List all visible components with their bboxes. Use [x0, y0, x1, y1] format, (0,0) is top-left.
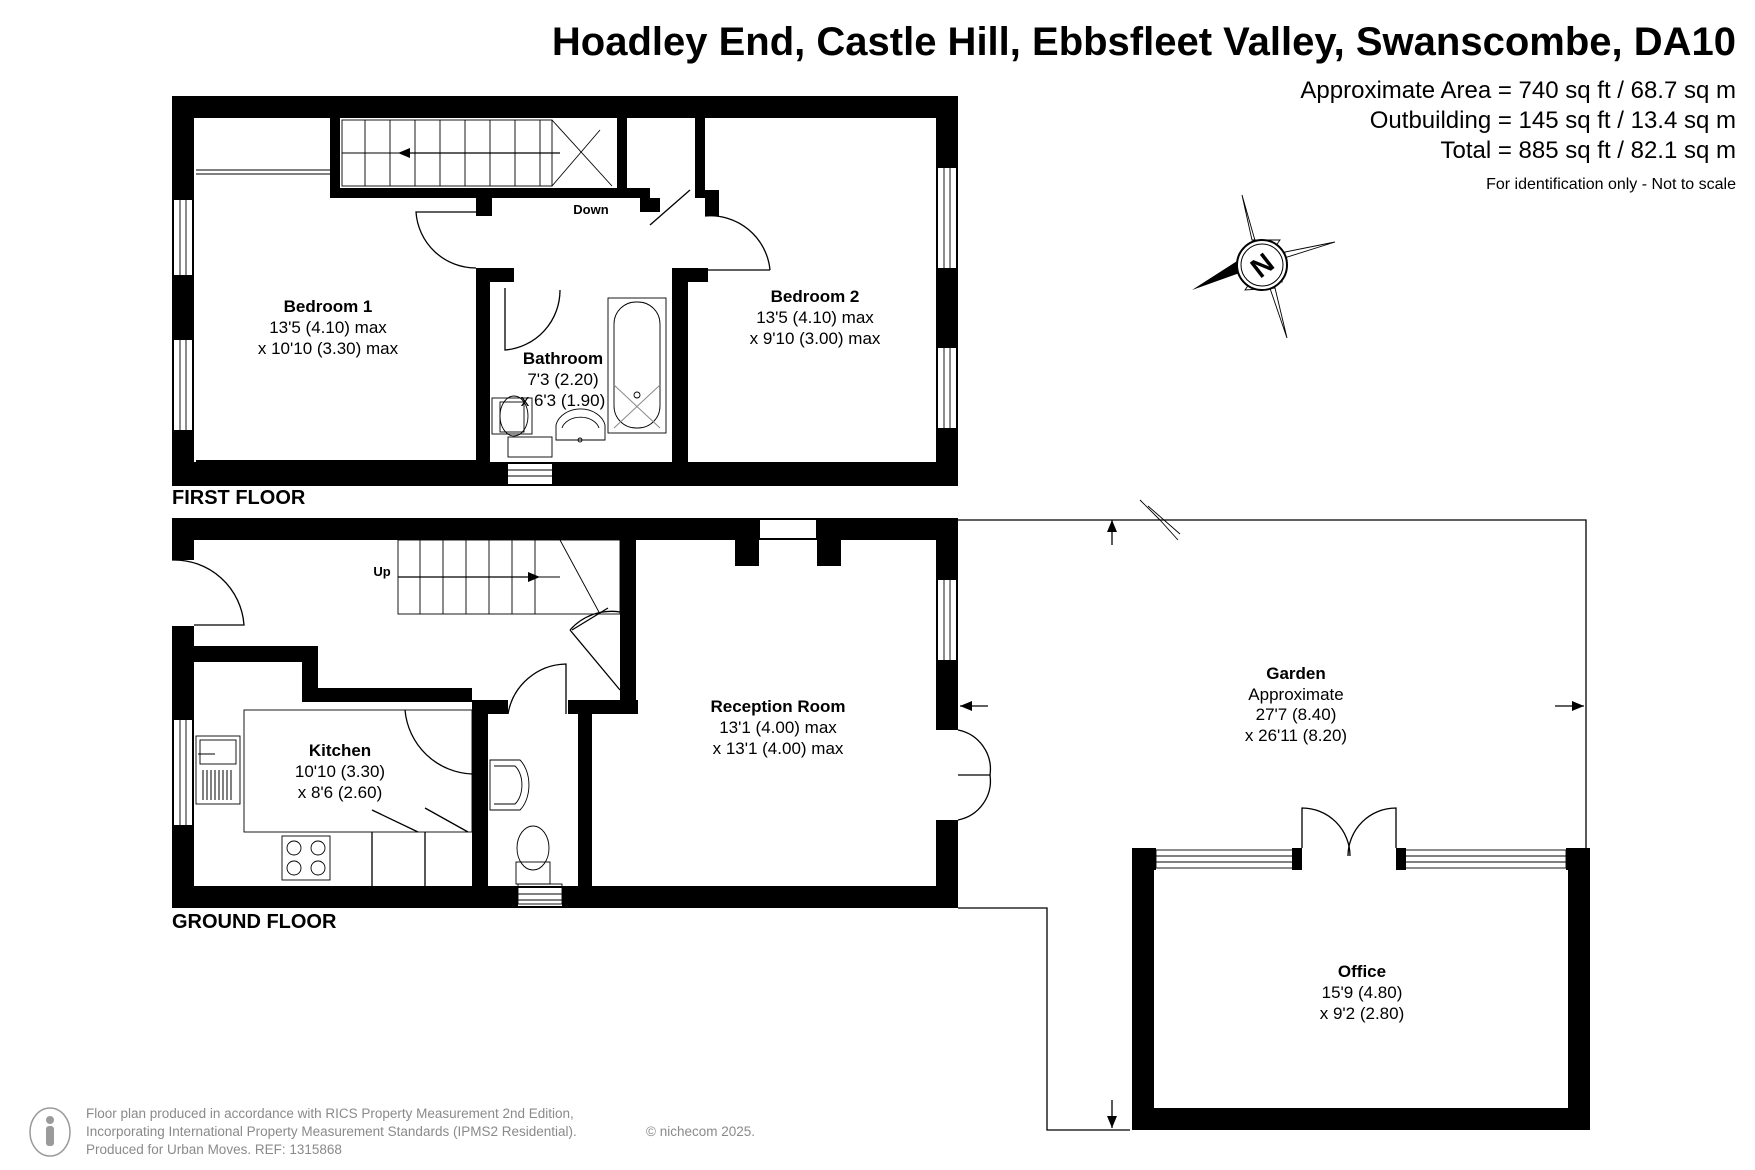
property-title: Hoadley End, Castle Hill, Ebbsfleet Vall… [552, 20, 1736, 64]
person-icon [29, 1107, 71, 1157]
first-floor-label: FIRST FLOOR [172, 487, 306, 509]
total-area: Total = 885 sq ft / 82.1 sq m [1441, 137, 1737, 164]
bedroom1-name: Bedroom 1 [284, 297, 373, 316]
first-floor-plan: Down [172, 96, 958, 509]
ground-floor-label: GROUND FLOOR [172, 911, 337, 933]
toilet-icon [491, 395, 533, 437]
garden-name: Garden [1266, 664, 1326, 683]
bedroom1-dim2: x 10'10 (3.30) max [258, 339, 399, 358]
hob-icon [281, 835, 331, 881]
wc-basin-icon [489, 759, 530, 811]
kitchen-name: Kitchen [309, 741, 371, 760]
garden-dim2: x 26'11 (8.20) [1245, 726, 1347, 745]
footer-line2: Incorporating International Property Mea… [86, 1124, 577, 1139]
reception-dim1: 13'1 (4.00) max [719, 718, 837, 737]
garden-dim1: 27'7 (8.40) [1256, 705, 1337, 724]
kitchen-dim2: x 8'6 (2.60) [298, 783, 383, 802]
ground-floor-stairs [397, 539, 621, 615]
bathroom-dim2: x 6'3 (1.90) [521, 391, 606, 410]
office-name: Office [1338, 962, 1386, 981]
office-dim2: x 9'2 (2.80) [1320, 1004, 1405, 1023]
footer-copyright: © nichecom 2025. [646, 1124, 755, 1139]
ground-floor-plan: Up [171, 518, 992, 933]
bedroom2-dim1: 13'5 (4.10) max [756, 308, 874, 327]
reception-name: Reception Room [710, 697, 845, 716]
wash-basin-icon [555, 408, 606, 443]
bathroom-name: Bathroom [523, 349, 603, 368]
first-floor-stairs [341, 119, 613, 187]
bath-icon [607, 297, 667, 434]
bedroom1-dim1: 13'5 (4.10) max [269, 318, 387, 337]
reception-dim2: x 13'1 (4.00) max [713, 739, 844, 758]
wc-toilet-icon [515, 825, 551, 885]
stairs-up-label: Up [373, 564, 390, 579]
bathroom-dim1: 7'3 (2.20) [527, 370, 598, 389]
footer-line1: Floor plan produced in accordance with R… [86, 1106, 574, 1121]
identification-note: For identification only - Not to scale [1486, 176, 1736, 193]
kitchen-dim1: 10'10 (3.30) [295, 762, 385, 781]
bedroom2-dim2: x 9'10 (3.00) max [750, 329, 881, 348]
north-compass-icon: N [1192, 194, 1336, 339]
bedroom2-name: Bedroom 2 [771, 287, 860, 306]
office-dim1: 15'9 (4.80) [1322, 983, 1403, 1002]
approximate-area: Approximate Area = 740 sq ft / 68.7 sq m [1300, 77, 1736, 104]
garden-note: Approximate [1248, 685, 1343, 704]
kitchen-sink-icon [195, 735, 241, 805]
outbuilding-area: Outbuilding = 145 sq ft / 13.4 sq m [1370, 107, 1736, 134]
office-plan: Office 15'9 (4.80) x 9'2 (2.80) [1132, 807, 1590, 1130]
footer-line3: Produced for Urban Moves. REF: 1315868 [86, 1142, 342, 1157]
stairs-down-label: Down [573, 202, 608, 217]
garden-plan: Garden Approximate 27'7 (8.40) x 26'11 (… [958, 499, 1587, 1131]
